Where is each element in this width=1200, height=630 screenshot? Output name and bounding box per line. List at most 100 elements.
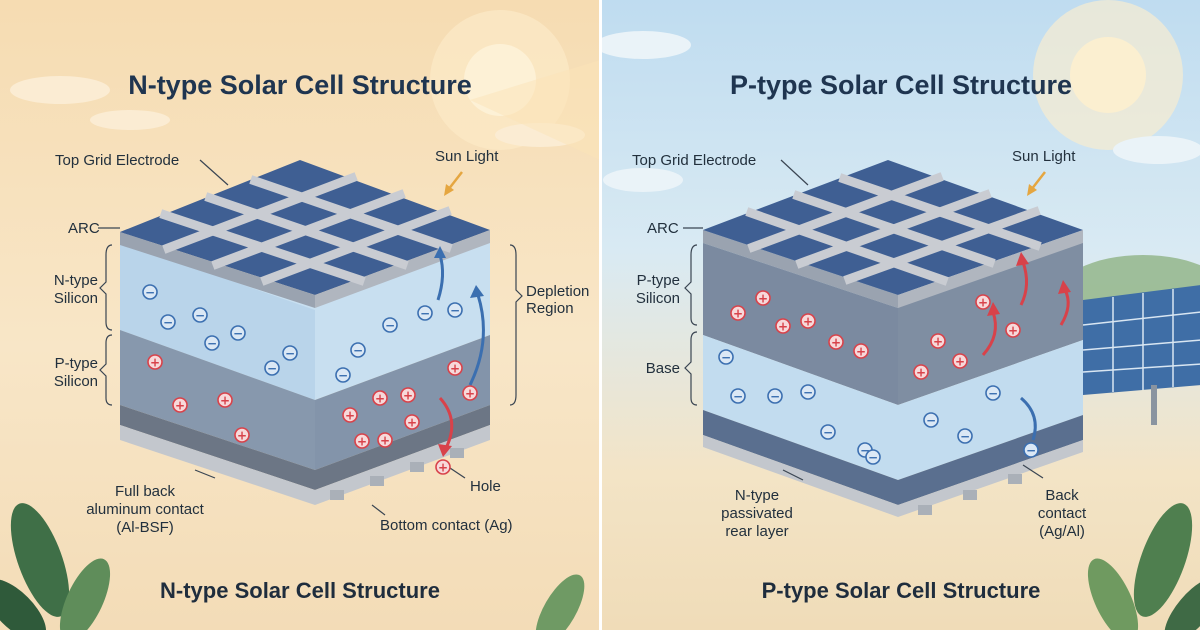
left-subtitle: N-type Solar Cell Structure — [160, 578, 440, 603]
label-back-contact-1: Back — [1045, 487, 1079, 504]
cloud — [602, 31, 691, 59]
electron-carrier — [382, 317, 398, 333]
hole-carrier — [800, 313, 816, 329]
electron-carrier — [957, 428, 973, 444]
electron-carrier — [718, 349, 734, 365]
electron-symbol: − — [1026, 444, 1036, 458]
electron-carrier — [730, 388, 746, 404]
hole-symbol: + — [803, 315, 813, 329]
hole-symbol: + — [407, 416, 417, 430]
label-arc: ARC — [68, 220, 100, 237]
electron-symbol: − — [145, 286, 155, 300]
sunlight-arrow — [1030, 171, 1046, 191]
sunlight-arrowhead — [1027, 184, 1037, 196]
label-back-contact-1: Full back — [114, 483, 176, 500]
right-title: P-type Solar Cell Structure — [729, 70, 1073, 100]
hole-symbol: + — [465, 387, 475, 401]
hole-carrier — [217, 392, 233, 408]
electron-symbol: − — [823, 426, 833, 440]
hole-carrier — [775, 318, 791, 334]
electron-carrier — [923, 412, 939, 428]
layer-brackets — [99, 244, 523, 406]
left-carriers: −−−−−−−−−−−−+++++++++++++ — [142, 284, 478, 475]
cloud — [603, 168, 683, 192]
hole-carrier — [377, 432, 393, 448]
electron-symbol: − — [207, 337, 217, 351]
panel-divider — [599, 0, 603, 630]
hole-symbol: + — [955, 355, 965, 369]
front-n-face — [120, 242, 315, 400]
front-base-face — [703, 335, 898, 480]
label-arc: ARC — [647, 220, 679, 237]
hole-carrier — [913, 364, 929, 380]
electron-symbol: − — [338, 369, 348, 383]
electron-carrier — [230, 325, 246, 341]
electron-symbol: − — [868, 451, 878, 465]
right-carriers: +++++++++++−−−−−−−−−−− — [718, 290, 1039, 465]
cloud — [1113, 136, 1200, 164]
hole-carrier — [1005, 322, 1021, 338]
electron-symbol: − — [195, 309, 205, 323]
layer-brackets — [684, 244, 698, 406]
label-ptype-silicon-2: Silicon — [635, 290, 680, 307]
label-sun-light: Sun Light — [1012, 148, 1076, 165]
left-title: N-type Solar Cell Structure — [128, 70, 472, 100]
bottom-contact-rails — [330, 448, 464, 500]
hole-symbol: + — [438, 461, 448, 475]
hole-flow-arrow — [1019, 261, 1028, 306]
hole-carrier — [435, 459, 451, 475]
top-grid-electrode — [745, 172, 1042, 286]
right-face-p-layer — [898, 240, 1083, 405]
electron-symbol: − — [285, 347, 295, 361]
electron-carrier — [335, 367, 351, 383]
electron-carrier — [447, 302, 463, 318]
electron-carrier — [820, 424, 836, 440]
hole-carrier — [342, 407, 358, 423]
hole-flow-arrow — [981, 311, 997, 357]
electron-carrier — [985, 385, 1001, 401]
label-ntype-silicon-2: Silicon — [53, 290, 98, 307]
label-ptype-silicon-1: P-type — [54, 355, 98, 372]
hole-symbol: + — [778, 320, 788, 334]
electron-symbol: − — [721, 351, 731, 365]
electron-symbol: − — [733, 390, 743, 404]
hole-symbol: + — [450, 362, 460, 376]
left-panel: −−−−−−−−−−−−+++++++++++++ N-type Solar C… — [0, 0, 600, 630]
hole-symbol: + — [856, 345, 866, 359]
hole-symbol: + — [150, 356, 160, 370]
hole-symbol: + — [831, 336, 841, 350]
hole-symbol: + — [403, 389, 413, 403]
label-bottom-contact: Bottom contact (Ag) — [380, 517, 513, 534]
electron-carrier — [204, 335, 220, 351]
electron-flow-arrow — [1020, 396, 1037, 441]
hole-carrier — [952, 353, 968, 369]
label-top-grid-electrode: Top Grid Electrode — [632, 152, 757, 169]
electron-carrier — [142, 284, 158, 300]
electron-symbol: − — [233, 327, 243, 341]
hole-carrier — [755, 290, 771, 306]
sunlight-arrow — [447, 171, 463, 191]
right-face-bottom-layer — [898, 440, 1083, 517]
electron-carrier — [264, 360, 280, 376]
hole-symbol: + — [733, 307, 743, 321]
electron-symbol: − — [803, 386, 813, 400]
right-face-n-layer — [315, 240, 490, 400]
electron-symbol: − — [770, 390, 780, 404]
label-back-contact-2: contact — [1037, 505, 1087, 522]
front-bottom-face — [120, 425, 315, 505]
foliage — [1087, 503, 1200, 630]
electron-carrier — [767, 388, 783, 404]
electron-carrier — [350, 342, 366, 358]
electron-carrier — [160, 314, 176, 330]
left-diagram: −−−−−−−−−−−−+++++++++++++ — [0, 44, 585, 630]
hole-carrier — [400, 387, 416, 403]
right-subtitle: P-type Solar Cell Structure — [761, 578, 1041, 603]
electron-carrier — [282, 345, 298, 361]
hole-symbol: + — [345, 409, 355, 423]
hole-flow-arrowhead — [1058, 280, 1071, 294]
label-top-grid-electrode: Top Grid Electrode — [55, 152, 180, 169]
hole-flow-arrow — [438, 396, 454, 449]
label-rear-layer-3: rear layer — [725, 523, 789, 540]
front-back-face — [120, 405, 315, 490]
cloud — [10, 76, 110, 104]
